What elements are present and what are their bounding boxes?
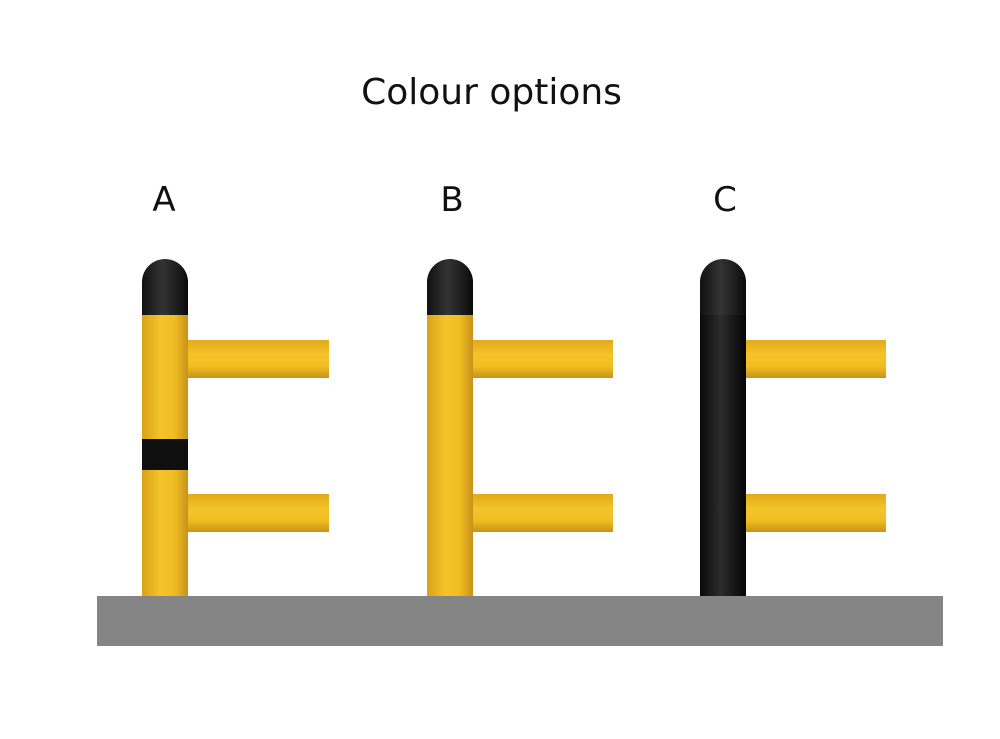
post-cap — [427, 259, 473, 316]
rail-bottom — [187, 494, 329, 532]
option-b-label: B — [440, 180, 464, 220]
black-band — [142, 439, 188, 470]
rail-bottom — [744, 494, 886, 532]
post-cap — [142, 259, 188, 316]
post — [700, 315, 746, 597]
post — [427, 315, 473, 597]
option-a-label: A — [152, 180, 176, 220]
rail-top — [471, 340, 613, 378]
post-cap — [700, 259, 746, 316]
rail-bottom — [471, 494, 613, 532]
rail-top — [187, 340, 329, 378]
rail-top — [744, 340, 886, 378]
diagram-title: Colour options — [361, 72, 622, 113]
ground — [97, 596, 943, 646]
option-c-label: C — [713, 180, 737, 220]
